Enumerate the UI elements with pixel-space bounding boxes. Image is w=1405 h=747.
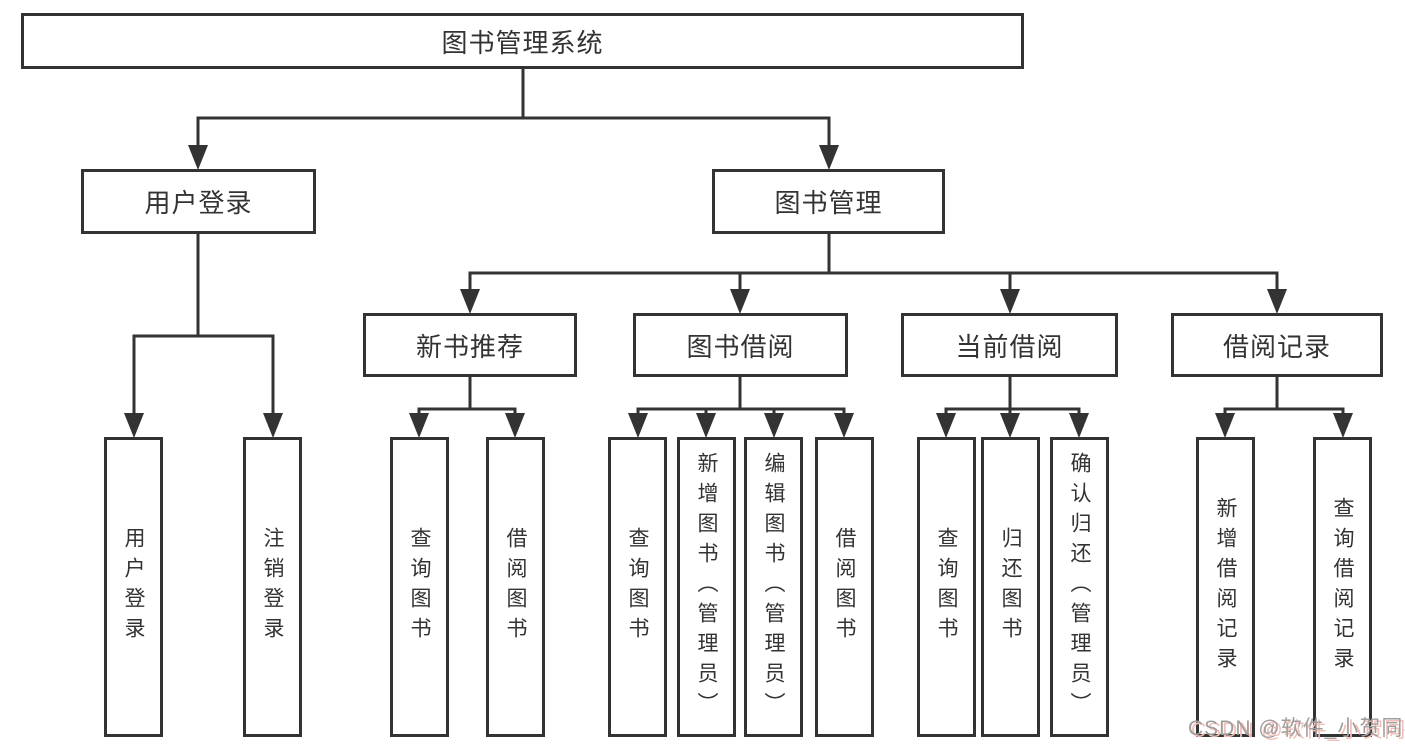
node-new-book-recommend-label: 新书推荐 (415, 331, 524, 362)
leaf-return-book: 归还图书 (981, 437, 1040, 737)
node-book-management-label: 图书管理 (774, 188, 883, 218)
connector-borrow-rail (636, 407, 846, 418)
arrowhead (1000, 413, 1020, 438)
leaf-edit-book-admin-label: 编辑图书（管理员） (762, 452, 785, 722)
leaf-confirm-return-admin: 确认归还（管理员） (1050, 437, 1109, 737)
arrowhead (730, 289, 750, 314)
leaf-add-borrow-record: 新增借阅记录 (1196, 437, 1255, 737)
leaf-borrow-books: 借阅图书 (815, 437, 874, 737)
arrowhead (188, 145, 208, 170)
connector-records-rail (1223, 407, 1345, 418)
arrowhead (124, 413, 144, 438)
arrowhead (1069, 413, 1089, 438)
leaf-borrow-books-label: 借阅图书 (833, 527, 856, 647)
connector-current-rail (944, 407, 1081, 418)
csdn-watermark: CSDN @软件_小贺同学 (1188, 717, 1405, 740)
arrowhead (1333, 413, 1353, 438)
leaf-query-borrow-record-label: 查询借阅记录 (1331, 497, 1354, 677)
node-borrow-records: 借阅记录 (1171, 313, 1383, 377)
leaf-borrow-books-recommend-label: 借阅图书 (504, 527, 527, 647)
connector-recommend-rail (417, 407, 517, 418)
leaf-logout-login: 注销登录 (243, 437, 302, 737)
node-user-login-label: 用户登录 (144, 188, 253, 218)
leaf-query-books-borrow-label: 查询图书 (626, 527, 649, 647)
node-root: 图书管理系统 (21, 13, 1024, 69)
leaf-edit-book-admin: 编辑图书（管理员） (744, 437, 803, 737)
leaf-add-book-admin: 新增图书（管理员） (677, 437, 736, 737)
arrowhead (764, 413, 784, 438)
leaf-logout-login-label: 注销登录 (261, 527, 284, 647)
node-user-login: 用户登录 (81, 169, 316, 234)
leaf-query-books-recommend: 查询图书 (390, 437, 449, 737)
node-book-borrow-label: 图书借阅 (686, 331, 795, 362)
arrowhead (834, 413, 854, 438)
arrowhead (819, 145, 839, 170)
connector-mgmt-drop (738, 273, 1012, 294)
node-borrow-records-label: 借阅记录 (1222, 331, 1331, 362)
node-book-borrow: 图书借阅 (633, 313, 848, 377)
leaf-confirm-return-admin-label: 确认归还（管理员） (1068, 452, 1091, 722)
node-new-book-recommend: 新书推荐 (363, 313, 577, 377)
connector-login-rail (132, 334, 275, 416)
arrowhead (505, 413, 525, 438)
arrowhead (409, 413, 429, 438)
leaf-add-book-admin-label: 新增图书（管理员） (695, 452, 718, 722)
node-current-borrow: 当前借阅 (901, 313, 1118, 377)
arrowhead (628, 413, 648, 438)
leaf-user-login: 用户登录 (104, 437, 163, 737)
leaf-query-books-current: 查询图书 (917, 437, 976, 737)
connector-borrow-drop (704, 409, 776, 418)
node-root-label: 图书管理系统 (441, 27, 604, 58)
leaf-query-books-recommend-label: 查询图书 (408, 527, 431, 647)
arrowhead (936, 413, 956, 438)
arrowhead (1215, 413, 1235, 438)
leaf-return-book-label: 归还图书 (999, 527, 1022, 647)
leaf-query-borrow-record: 查询借阅记录 (1313, 437, 1372, 737)
arrowhead (696, 413, 716, 438)
connector-root-rail (196, 116, 831, 150)
node-book-management: 图书管理 (712, 169, 945, 234)
leaf-query-books-borrow: 查询图书 (608, 437, 667, 737)
connector-mgmt-rail (468, 271, 1279, 294)
leaf-add-borrow-record-label: 新增借阅记录 (1214, 497, 1237, 677)
node-current-borrow-label: 当前借阅 (955, 331, 1064, 362)
arrowhead (1267, 289, 1287, 314)
arrowhead (263, 413, 283, 438)
leaf-query-books-current-label: 查询图书 (935, 527, 958, 647)
arrowhead (1000, 289, 1020, 314)
leaf-borrow-books-recommend: 借阅图书 (486, 437, 545, 737)
arrowhead (460, 289, 480, 314)
leaf-user-login-label: 用户登录 (122, 527, 145, 647)
